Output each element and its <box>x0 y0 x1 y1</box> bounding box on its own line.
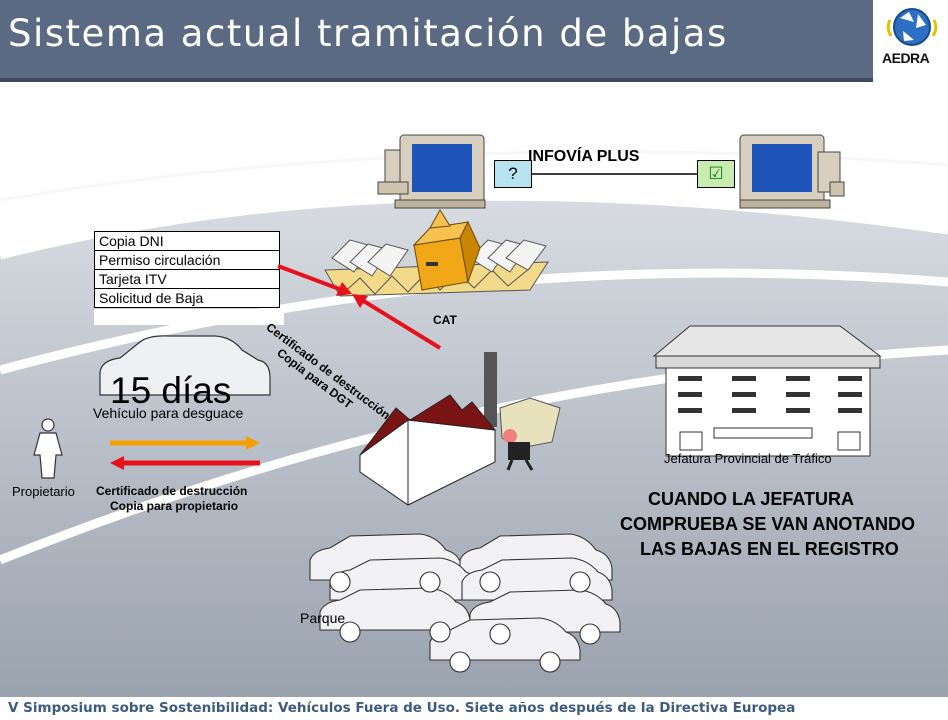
jefatura-label: Jefatura Provincial de Tráfico <box>664 451 832 466</box>
vehicle-illustration <box>33 335 271 479</box>
note-line-2: COMPRUEBA SE VAN ANOTANDO <box>620 514 916 534</box>
footer-text: V Simposium sobre Sostenibilidad: Vehícu… <box>8 700 796 716</box>
doc-item-permiso: Permiso circulación <box>95 251 279 270</box>
doc-item-itv: Tarjeta ITV <box>95 270 279 289</box>
worker-carrying-box-icon <box>499 397 561 471</box>
jefatura-building <box>652 325 882 457</box>
doc-item-solicitud: Solicitud de Baja <box>99 290 204 306</box>
aedra-logo: AEDRA <box>876 0 948 78</box>
note-line-3: LAS BAJAS EN EL REGISTRO <box>640 539 899 559</box>
doc-item-dni: Copia DNI <box>95 232 279 251</box>
factory-icon <box>359 352 497 506</box>
car-park-label: Parque <box>300 610 346 626</box>
doc-list-shadow <box>94 309 284 325</box>
footer-bar: V Simposium sobre Sostenibilidad: Vehícu… <box>0 697 948 720</box>
car-park-illustration <box>309 533 621 673</box>
recycling-globe-icon <box>886 8 938 46</box>
owner-cert-line1: Certificado de destrucción <box>96 484 248 498</box>
vehicle-label: Vehículo para desguace <box>93 405 244 421</box>
network-diagram <box>377 134 845 209</box>
red-arrow-to-cat <box>277 264 352 296</box>
owner-label: Propietario <box>12 484 75 499</box>
computer-right-icon <box>739 134 845 209</box>
red-arrow-to-owner <box>110 456 260 470</box>
computer-left-icon <box>377 134 486 209</box>
cat-illustration <box>277 209 561 506</box>
check-box: ☑ <box>697 160 735 188</box>
query-box: ? <box>494 160 532 188</box>
car-outline-icon <box>99 335 271 396</box>
person-icon <box>33 418 63 479</box>
page-title: Sistema actual tramitación de bajas <box>8 12 728 55</box>
owner-cert-line2: Copia para propietario <box>110 499 239 513</box>
orange-arrow-to-cat <box>110 436 260 450</box>
days-label: 15 días <box>110 370 232 411</box>
network-label: INFOVÍA PLUS <box>528 148 640 165</box>
documents-list: Copia DNI Permiso circulación Tarjeta IT… <box>94 231 280 308</box>
red-arrow-from-factory <box>352 294 442 350</box>
logo-text: AEDRA <box>882 50 930 66</box>
cat-label: CAT <box>433 313 457 327</box>
header-bar: Sistema actual tramitación de bajas <box>0 0 873 82</box>
cardboard-box-icon <box>412 209 481 291</box>
note-line-1: CUANDO LA JEFATURA <box>648 489 854 509</box>
